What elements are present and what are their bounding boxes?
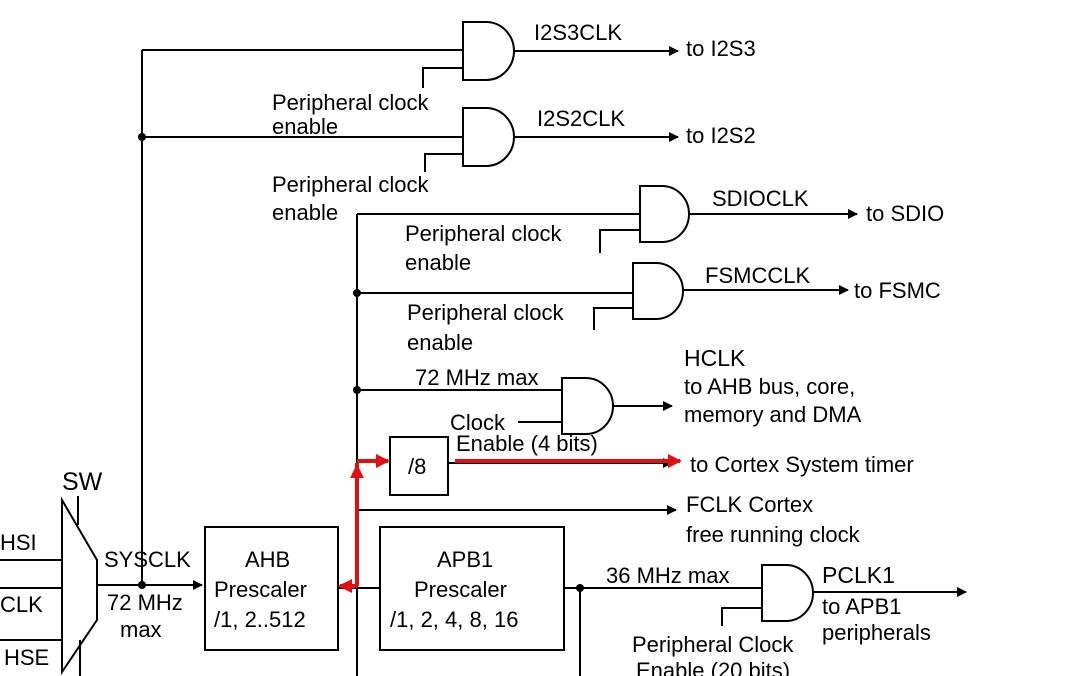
ahb-line-2: Prescaler	[214, 577, 307, 602]
ahb-prescaler-box	[204, 526, 339, 651]
to-apb1-1: to APB1	[822, 594, 902, 619]
periph-enable-4b: enable	[407, 330, 473, 355]
apb1-max-label: 36 MHz max	[606, 563, 729, 588]
sysclk-max-2: max	[120, 617, 162, 642]
sdioclk-label: SDIOCLK	[712, 186, 809, 211]
i2s2clk-label: I2S2CLK	[537, 106, 625, 131]
ahb-line-3: /1, 2..512	[214, 607, 306, 632]
ahb-line-1: AHB	[245, 547, 290, 572]
sysclk-max-1: 72 MHz	[107, 590, 183, 615]
periph-clock-2: Enable (20 bits)	[636, 658, 790, 676]
apb1-line-1: APB1	[437, 547, 493, 572]
periph-enable-1a: Peripheral clock	[272, 90, 430, 115]
hclk-and-gate	[518, 377, 673, 435]
to-sdio-label: to SDIO	[866, 201, 944, 226]
highlight-path	[338, 454, 682, 593]
sw-label: SW	[62, 468, 103, 496]
hclk-desc-2: memory and DMA	[684, 402, 862, 427]
pclk1-and-gate	[721, 564, 967, 626]
enable-4bits-label: Enable (4 bits)	[456, 431, 598, 456]
fsmcclk-label: FSMCCLK	[705, 263, 810, 288]
hsi-label: HSI	[0, 530, 37, 555]
i2s3clk-label: I2S3CLK	[534, 20, 622, 45]
apb1-line-3: /1, 2, 4, 8, 16	[390, 607, 518, 632]
sysclk-label: SYSCLK	[104, 547, 191, 572]
hclk-desc-1: to AHB bus, core,	[684, 374, 855, 399]
periph-enable-3b: enable	[405, 250, 471, 275]
clk-label: CLK	[0, 592, 43, 617]
pclk1-title: PCLK1	[822, 562, 895, 588]
to-systimer-label: to Cortex System timer	[690, 452, 914, 477]
to-apb1-2: peripherals	[822, 620, 931, 645]
fclk-desc-2: free running clock	[686, 522, 861, 547]
i2s2-and-gate	[424, 107, 679, 172]
apb1-prescaler-box	[379, 526, 565, 651]
i2s3-and-gate	[422, 21, 679, 88]
periph-enable-2a: Peripheral clock	[272, 172, 430, 197]
periph-enable-3a: Peripheral clock	[405, 221, 563, 246]
sdio-and-gate	[599, 185, 858, 253]
apb1-line-2: Prescaler	[414, 577, 507, 602]
periph-enable-2b: enable	[272, 200, 338, 225]
to-i2s3-label: to I2S3	[686, 36, 756, 61]
periph-enable-4a: Peripheral clock	[407, 300, 565, 325]
hclk-max-label: 72 MHz max	[415, 365, 538, 390]
hse-label: HSE	[4, 645, 49, 670]
periph-clock-1: Peripheral Clock	[632, 632, 794, 657]
fclk-desc-1: FCLK Cortex	[686, 492, 813, 517]
to-fsmc-label: to FSMC	[854, 278, 941, 303]
hclk-title: HCLK	[684, 345, 746, 371]
fsmc-and-gate	[593, 262, 849, 330]
system-clock-mux	[0, 496, 98, 676]
periph-enable-1b: enable	[272, 114, 338, 139]
clock-label: Clock	[450, 410, 506, 435]
to-i2s2-label: to I2S2	[686, 123, 756, 148]
div8-label: /8	[408, 454, 426, 479]
div8-box	[389, 436, 449, 496]
